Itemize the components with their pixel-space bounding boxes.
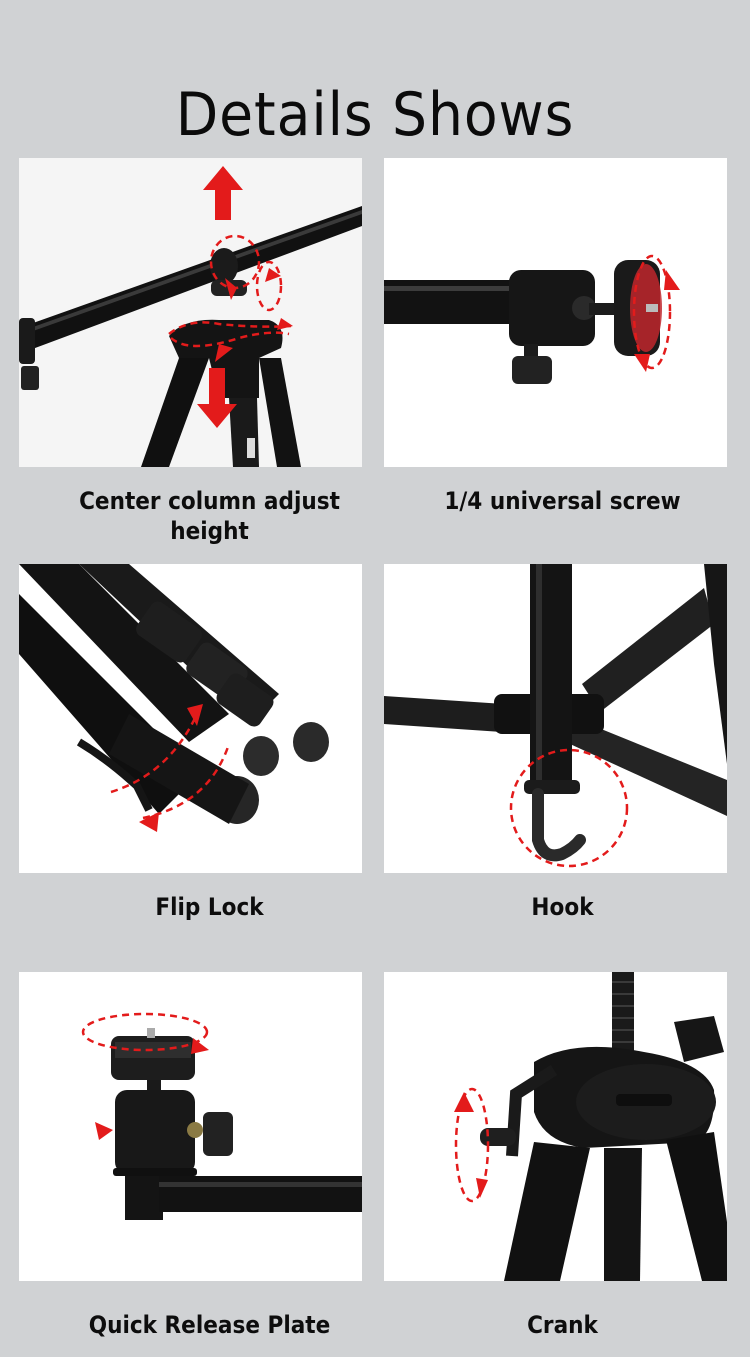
ball-head-screw-photo (384, 158, 727, 467)
leg-flip-lock-photo (19, 564, 362, 873)
feature-image-hook (384, 564, 727, 873)
caption-center-column: Center column adjust height (79, 487, 340, 545)
center-column-crossbar-photo (19, 158, 362, 467)
caption-universal-screw: 1/4 universal screw (444, 487, 681, 515)
feature-image-center-column (19, 158, 362, 467)
center-column-hook-photo (384, 564, 727, 873)
page-title: Details Shows (175, 80, 575, 151)
caption-crank: Crank (527, 1311, 598, 1339)
caption-hook: Hook (531, 893, 594, 921)
feature-image-universal-screw (384, 158, 727, 467)
caption-flip-lock: Flip Lock (155, 893, 264, 921)
quick-release-plate-photo (19, 972, 362, 1281)
feature-image-quick-release-plate (19, 972, 362, 1281)
crank-handle-photo (384, 972, 727, 1281)
caption-quick-release-plate: Quick Release Plate (88, 1311, 331, 1339)
feature-image-crank (384, 972, 727, 1281)
feature-image-flip-lock (19, 564, 362, 873)
